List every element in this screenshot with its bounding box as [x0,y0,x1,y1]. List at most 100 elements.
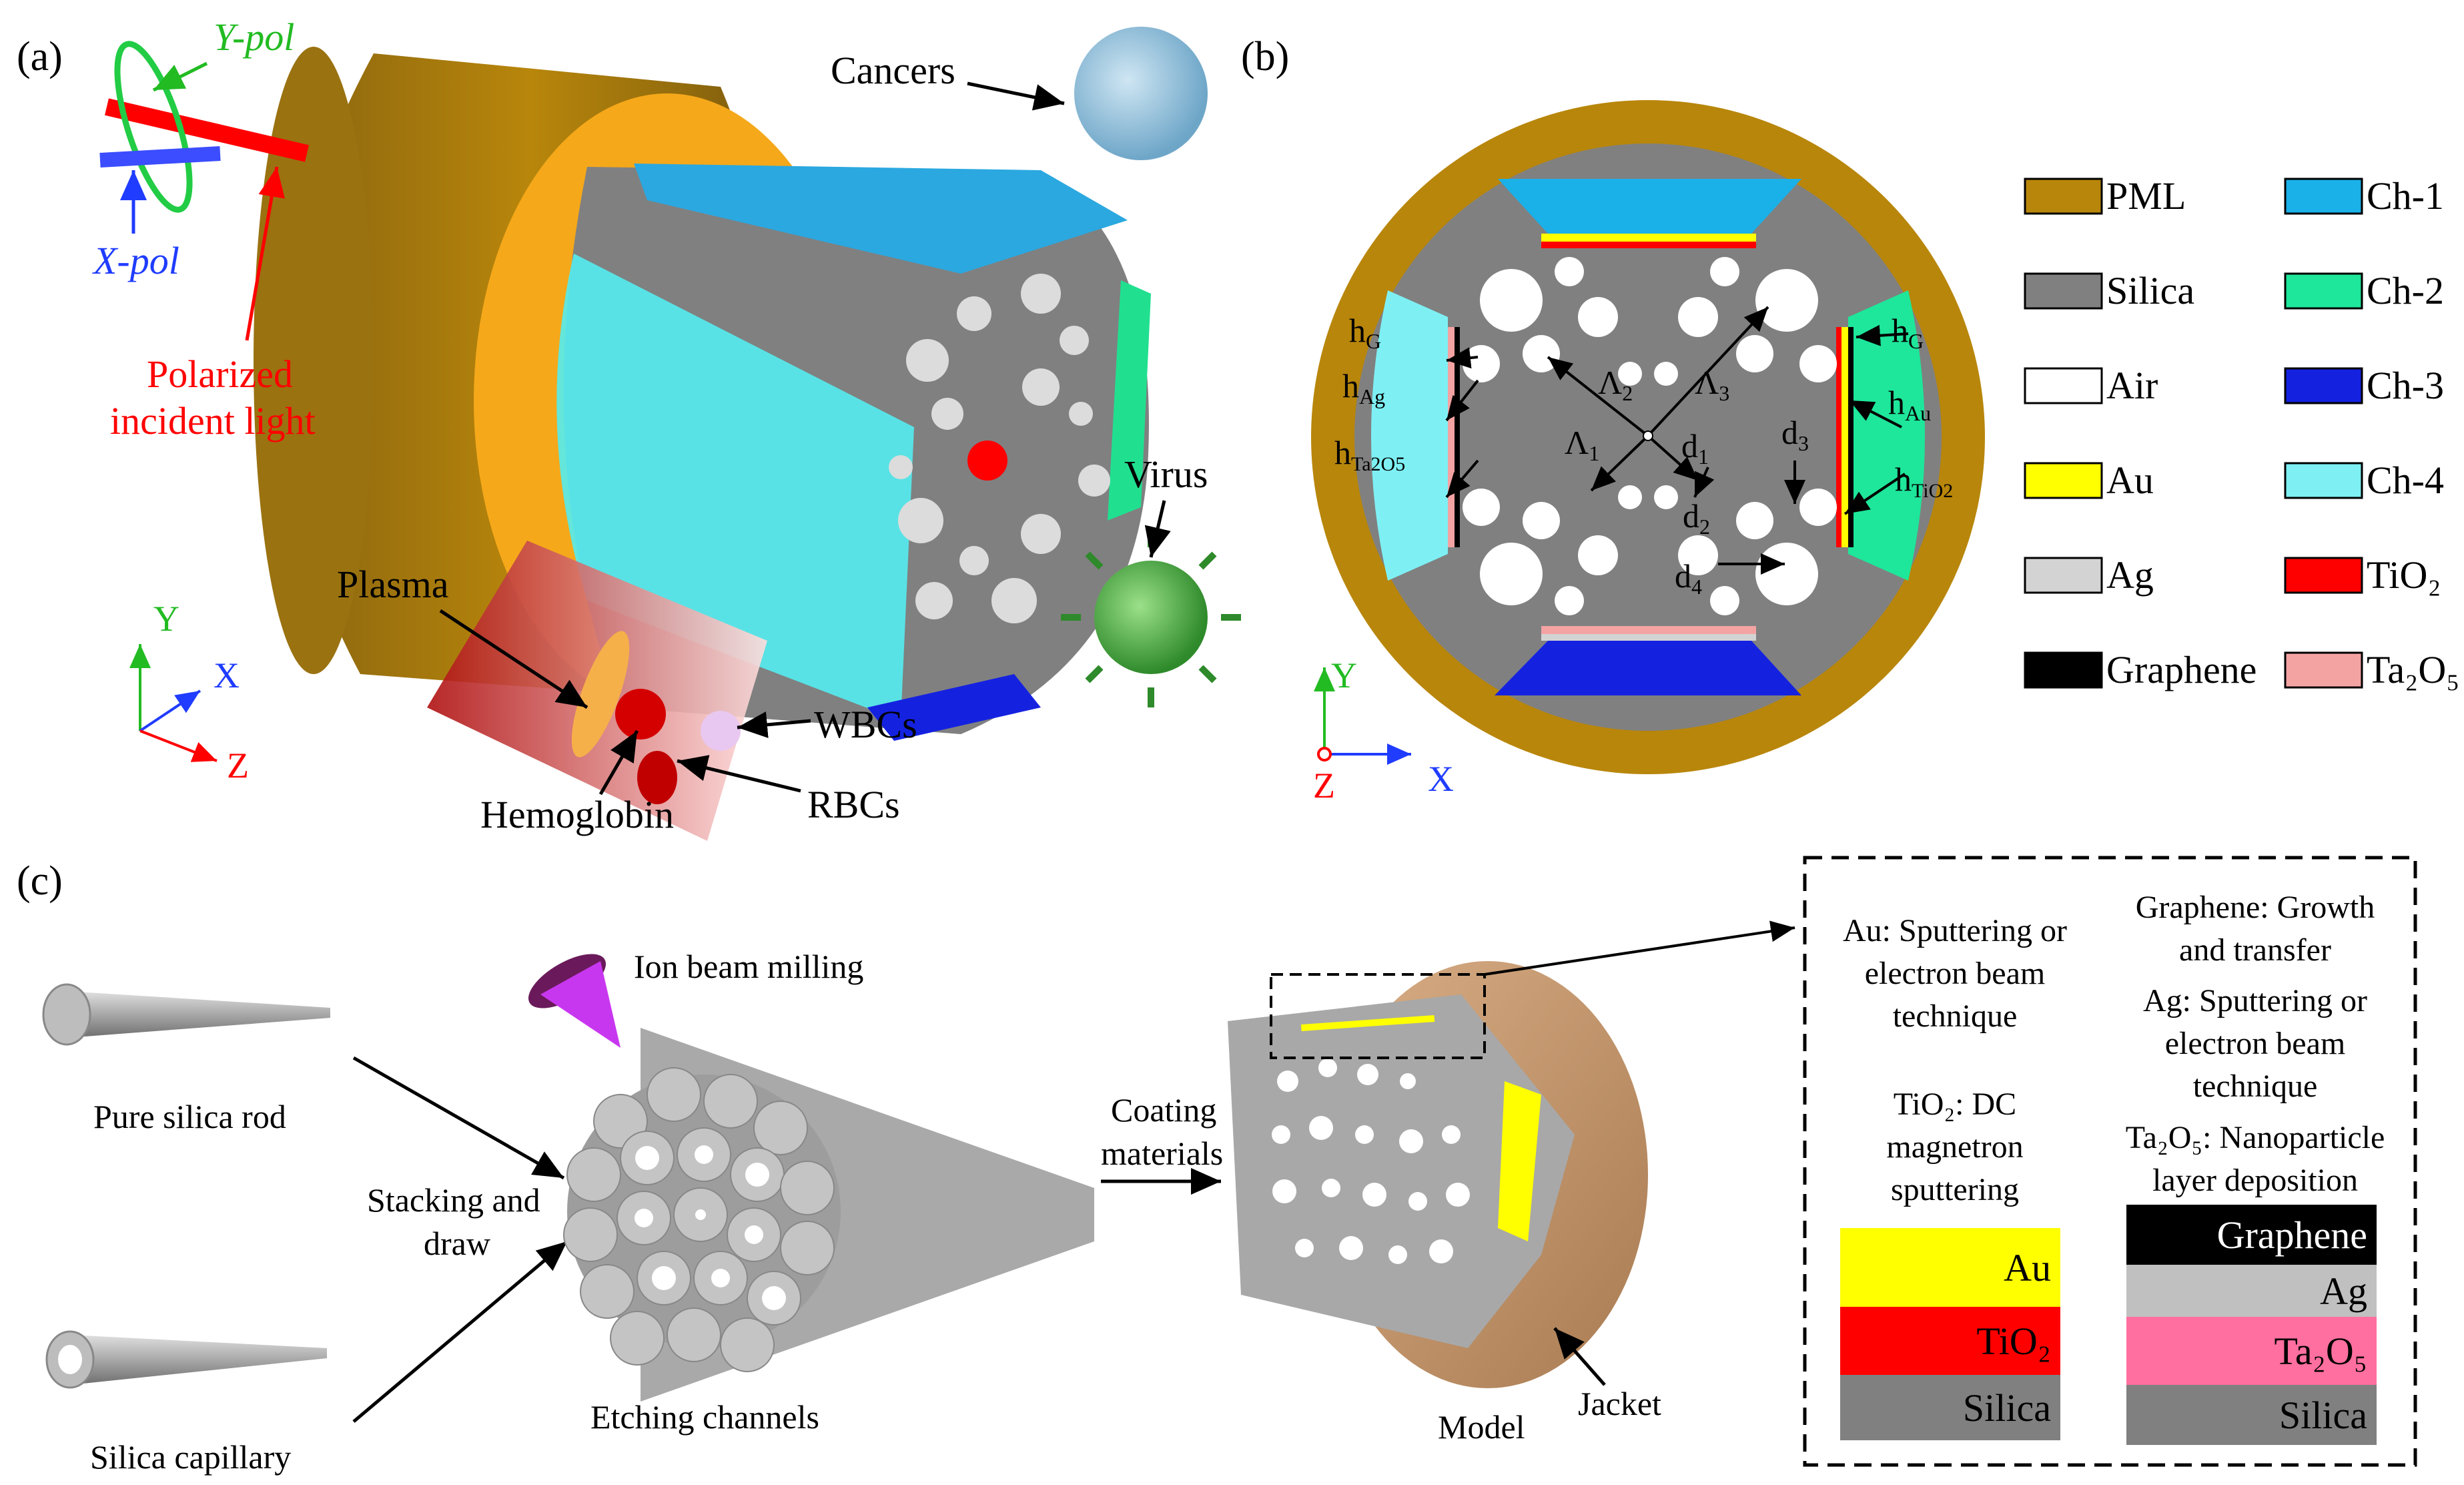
channel-2-face [1108,280,1151,521]
channel-1-face [634,164,1128,274]
y-pol-label: Y-pol [214,15,294,59]
axis-z-marker [1317,747,1332,762]
au-top-layer [1541,234,1756,242]
stacking-label-2: draw [424,1225,490,1262]
fab-line: electron beam [1865,956,2046,991]
jacket-label: Jacket [1578,1385,1661,1422]
model-au-coating-top [1301,1015,1435,1031]
ta2o5-left-layer [1448,327,1455,547]
fab-line: Ag: Sputtering or [2143,983,2367,1018]
cancers-illustration: Cancers [831,27,1208,160]
legend-swatch-1 [2284,178,2363,215]
lambda1-label: Λ1 [1565,424,1599,465]
hag-label: hAg [1342,367,1385,408]
hg-left-label: hG [1349,312,1381,353]
model-core-block [1228,994,1575,1348]
zoom-region-box [1270,973,1486,1059]
incident-light-beam [105,98,309,162]
axis-y-label: Y [153,599,179,639]
legend-swatch-11 [2284,651,2363,689]
y-pol-arrow [152,61,208,92]
legend-label-0: PML [2106,174,2186,218]
rbcs-label: RBCs [807,783,900,826]
rod-end [42,983,91,1046]
legend-label-1: Ch-1 [2367,174,2444,218]
axis-z-label: Z [1313,766,1335,806]
stack-layer-label-0: Graphene [2217,1213,2367,1257]
lambda2-label: Λ2 [1598,364,1633,405]
cross-section-labels: hG hAg hTa2O5 hG hAu hTiO2 Λ1 Λ2 Λ3 d1 d… [1334,312,1953,599]
model-holes [1272,1059,1470,1264]
pitch-arrows [1445,306,1909,575]
graphene-left-layer [1455,327,1460,547]
legend-label-9: TiO₂ [2367,553,2441,597]
model-label: Model [1438,1408,1525,1446]
channel-3-face [867,674,1041,741]
legend-swatch-7 [2284,462,2363,499]
virus-icon [1094,561,1208,674]
preform-rods [563,1067,835,1372]
rbc-hemoglobin-cell [615,689,666,739]
panel-a-axes: Y X Z [129,599,249,786]
panel-c-label: (c) [17,858,63,904]
stack-layer-label-3: Silica [2279,1394,2367,1437]
virus-spikes [1061,527,1241,707]
channel-1-region [1498,179,1801,234]
au-right-layer [1841,327,1848,547]
legend-label-5: Ch-3 [2367,364,2444,407]
stack-layer-0 [1840,1228,2060,1307]
axis-x-label: X [1428,759,1454,799]
legend-swatch-2 [2024,272,2103,310]
channel-3-region [1495,641,1801,695]
stack-layer-0 [2126,1205,2377,1265]
fab-line: electron beam [2165,1026,2346,1061]
legend-swatch-9 [2284,557,2363,594]
polarized-label-2: incident light [110,399,316,442]
legend-label-3: Ch-2 [2367,269,2444,312]
jacket-arrow [1553,1327,1606,1386]
x-pol-wave-icon [99,146,221,168]
stacking-label-1: Stacking and [367,1181,540,1219]
cancer-cell-icon [1074,27,1208,160]
ag-bottom-layer [1541,626,1756,634]
legend-label-2: Silica [2106,269,2194,312]
panel-b-axes: Y X Z [1313,655,1454,806]
coating-label-1: Coating [1111,1091,1216,1129]
wbc-cell [701,711,741,751]
coated-model: Model Jacket [1228,920,1795,1446]
stack-layer-label-1: TiO₂ [1976,1319,2051,1363]
capillary-body [70,1335,327,1385]
rbc-cell [637,751,677,804]
polarized-label-1: Polarized [147,352,293,396]
legend-label-4: Air [2106,364,2158,407]
lambda3-label: Λ3 [1695,364,1729,405]
zoom-arrow [1484,920,1795,976]
preform-capillary-holes [635,1145,786,1310]
fab-line: and transfer [2179,932,2331,968]
rbcs-arrow [677,755,801,793]
hta2o5-label: hTa2O5 [1334,434,1405,475]
panel-b: (b) [1241,34,2459,806]
rod-to-stack-arrow [352,1056,565,1180]
polarization-illustration: Y-pol X-pol Polarized incident light [92,15,316,442]
ag-bottom-layer-2 [1541,634,1756,641]
panel-c: (c) Pure silica rod Silica capillary Sta… [17,856,2417,1476]
fiber-jacket-front [254,47,374,674]
graphene-right-layer [1848,327,1854,547]
axis-z-line [139,729,218,762]
virus-illustration: Virus [1061,453,1241,707]
fab-line: Graphene: Growth [2136,890,2375,925]
legend-swatch-0 [2024,178,2103,215]
fab-line: layer deposition [2152,1163,2358,1198]
hg-right-label: hG [1892,312,1924,353]
ion-beam-illustration: Ion beam milling [528,948,863,1048]
fab-line: technique [2193,1069,2318,1104]
analyte-red-dot [967,440,1007,481]
channel-4-region [1371,290,1448,581]
pure-rod-label: Pure silica rod [93,1098,286,1135]
cancers-label: Cancers [831,49,955,92]
